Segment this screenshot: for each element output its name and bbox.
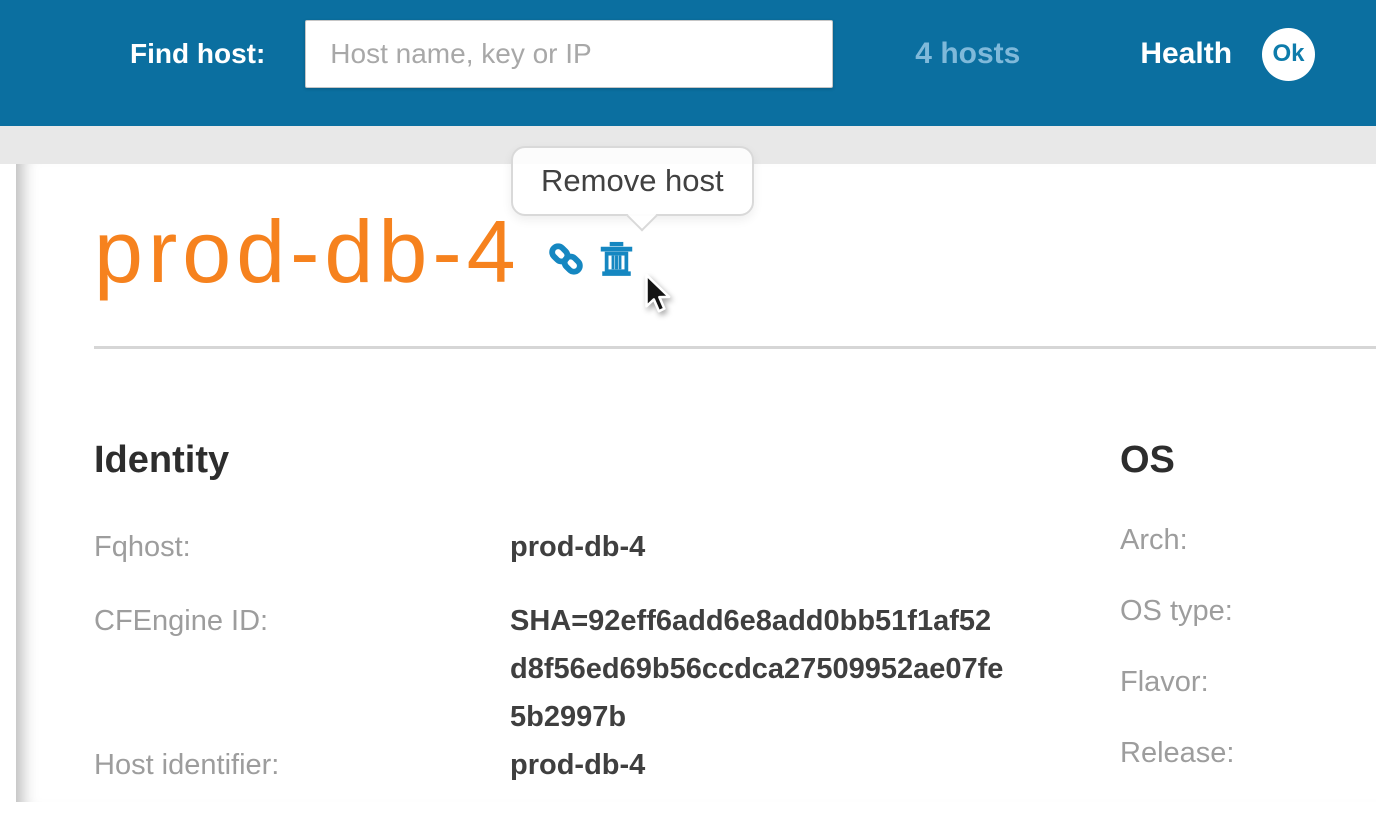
host-identifier-label: Host identifier: (94, 749, 280, 781)
link-icon[interactable] (547, 241, 585, 277)
mouse-cursor-icon (638, 272, 672, 320)
identity-section: Identity Fqhost: prod-db-4 CFEngine ID: … (94, 441, 1120, 815)
identity-row-fqhost: Fqhost: prod-db-4 (94, 523, 1120, 571)
section-divider (94, 346, 1376, 349)
top-navigation-bar: Find host: 4 hosts Health Ok (0, 0, 1376, 126)
os-section: OS Arch: OS type: Flavor: Release: (1120, 441, 1376, 815)
identity-row-cfengine-id: CFEngine ID: SHA=92eff6add6e8add0bb51f1a… (94, 597, 1120, 741)
find-host-label: Find host: (130, 38, 266, 69)
health-label: Health (1140, 37, 1233, 70)
host-search-input[interactable] (305, 20, 834, 88)
host-header: prod-db-4 (94, 164, 1376, 296)
trash-icon[interactable] (599, 239, 634, 279)
os-heading: OS (1120, 439, 1175, 481)
identity-row-host-identifier: Host identifier: prod-db-4 (94, 741, 1120, 789)
cfengine-id-label: CFEngine ID: (94, 605, 269, 637)
os-type-label: OS type: (1120, 595, 1233, 627)
page-title: prod-db-4 (94, 202, 521, 301)
os-row-release: Release: (1120, 736, 1376, 770)
health-status-badge[interactable]: Ok (1262, 27, 1316, 81)
remove-host-tooltip: Remove host (511, 146, 754, 232)
host-info-sections: Identity Fqhost: prod-db-4 CFEngine ID: … (94, 441, 1376, 815)
host-detail-panel: prod-db-4 (16, 164, 1376, 802)
arch-label: Arch: (1120, 524, 1188, 556)
host-identifier-value: prod-db-4 (510, 749, 646, 781)
os-row-flavor: Flavor: (1120, 665, 1376, 699)
flavor-label: Flavor: (1120, 666, 1209, 698)
host-actions (547, 239, 634, 279)
os-row-os-type: OS type: (1120, 594, 1376, 628)
fqhost-label: Fqhost: (94, 531, 191, 563)
identity-heading: Identity (94, 439, 230, 481)
hosts-count-link[interactable]: 4 hosts (915, 37, 1021, 70)
tooltip-text: Remove host (541, 163, 724, 198)
release-label: Release: (1120, 737, 1235, 769)
cfengine-id-value: SHA=92eff6add6e8add0bb51f1af52d8f56ed69b… (510, 605, 1004, 733)
os-row-arch: Arch: (1120, 523, 1376, 557)
fqhost-value: prod-db-4 (510, 531, 646, 563)
